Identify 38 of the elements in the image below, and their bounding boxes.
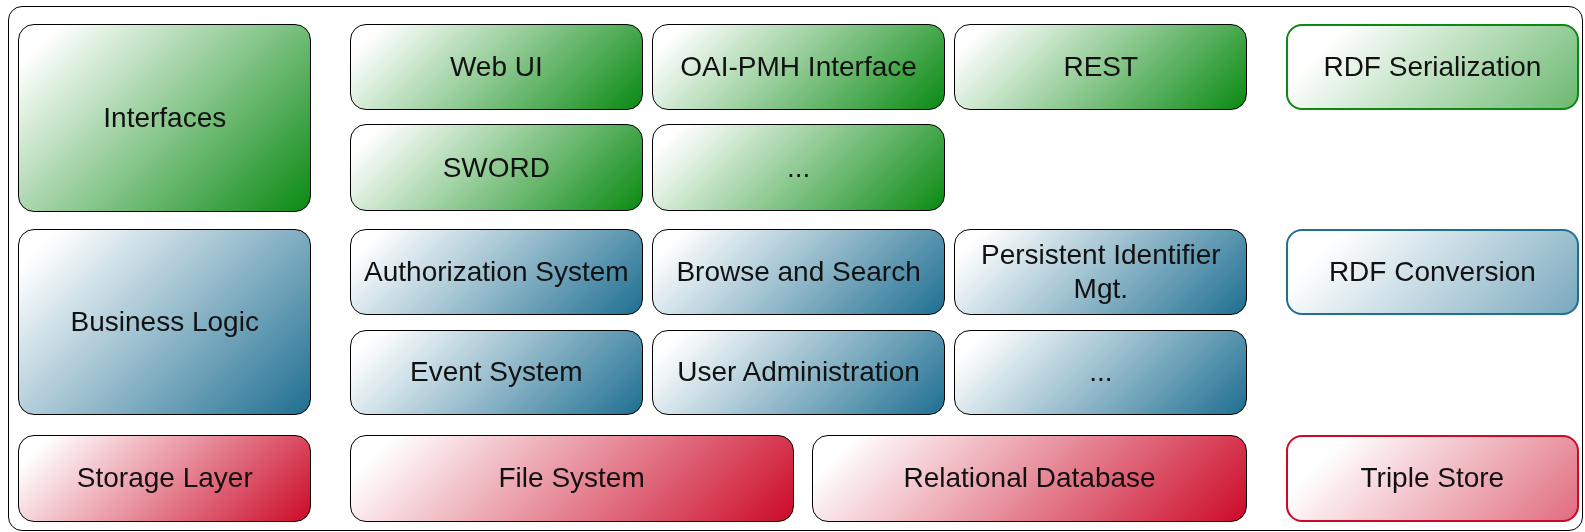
component-box <box>349 329 643 416</box>
component-box <box>954 24 1248 111</box>
box-label: Browse and Search <box>675 255 922 290</box>
box-label: ... <box>785 150 812 185</box>
box-label: File System <box>497 461 646 496</box>
component-box <box>954 329 1248 416</box>
component-box <box>349 434 794 522</box>
component-box <box>349 229 643 316</box>
box-label: Business Logic <box>69 305 260 340</box>
component-box <box>1285 229 1579 316</box>
layer-box <box>18 434 312 522</box>
box-label: ... <box>1088 355 1114 390</box>
component-box <box>652 24 946 111</box>
box-label: Web UI <box>448 50 544 85</box>
component-box <box>811 434 1248 522</box>
box-label: Triple Store <box>1359 461 1506 496</box>
component-box <box>652 124 946 212</box>
layer-box <box>18 229 312 416</box>
box-label: Authorization System <box>363 255 630 290</box>
box-label: RDF Serialization <box>1322 50 1543 85</box>
box-label: OAI-PMH Interface <box>679 50 918 85</box>
box-label: Storage Layer <box>75 461 254 496</box>
box-label: Persistent Identifier Mgt. <box>979 238 1222 307</box>
component-box <box>652 229 946 316</box>
component-box <box>1285 434 1579 522</box>
box-label: Relational Database <box>902 461 1157 496</box>
box-label: User Administration <box>676 355 921 390</box>
box-label: Event System <box>408 355 584 390</box>
component-box <box>349 124 643 212</box>
box-label: SWORD <box>441 150 551 185</box>
component-box <box>349 24 643 111</box>
component-box <box>1285 24 1579 111</box>
layer-box <box>18 24 312 213</box>
box-label: Interfaces <box>102 101 228 136</box>
box-label: REST <box>1062 50 1140 85</box>
component-box <box>652 329 946 416</box>
component-box <box>954 229 1248 316</box>
box-label: RDF Conversion <box>1327 255 1537 290</box>
